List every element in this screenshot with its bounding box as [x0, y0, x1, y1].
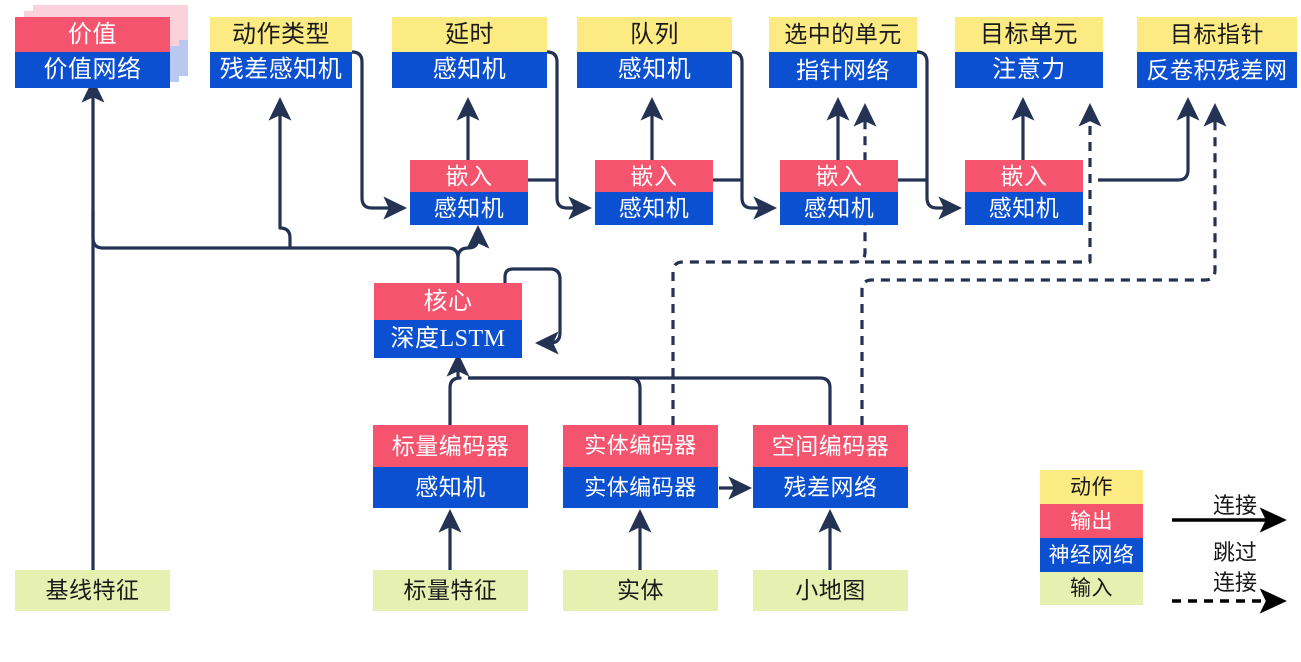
legend-item-input: 输入 [1040, 572, 1143, 605]
node-embed-3[interactable]: 嵌入 感知机 [780, 160, 898, 225]
legend-item-action: 动作 [1040, 470, 1143, 504]
legend-arrow-layer [1172, 507, 1287, 614]
legend-skip-label-line1: 跳过 [1212, 540, 1257, 565]
node-minimap[interactable]: 小地图 [753, 570, 908, 611]
node-entity-encoder-top: 实体编码器 [563, 425, 718, 467]
skip-spatial-encoder-to-target-point [860, 102, 1227, 425]
node-embed-1-top: 嵌入 [410, 160, 528, 192]
node-scalar-encoder-bottom: 感知机 [373, 467, 528, 508]
node-embed-1-bottom: 感知机 [410, 192, 528, 225]
node-target-point[interactable]: 目标指针 反卷积残差网 [1137, 17, 1297, 88]
node-core-top: 核心 [374, 283, 522, 320]
node-entity-encoder[interactable]: 实体编码器 实体编码器 [563, 425, 718, 508]
node-action-type-top: 动作类型 [210, 17, 352, 52]
node-queued-top: 队列 [577, 17, 732, 52]
legend-connection-label: 连接 [1212, 493, 1257, 518]
node-target-unit[interactable]: 目标单元 注意力 [955, 17, 1103, 88]
legend-item-output: 输出 [1040, 504, 1143, 538]
node-scalar-features-label: 标量特征 [373, 570, 528, 611]
node-target-unit-bottom: 注意力 [955, 52, 1103, 88]
node-selected-units-bottom: 指针网络 [769, 52, 917, 88]
node-action-type-bottom: 残差感知机 [210, 52, 352, 88]
wire-embed4-to-target-point [1098, 96, 1200, 182]
node-embed-3-bottom: 感知机 [780, 192, 898, 225]
node-value[interactable]: 价值 价值网络 [15, 17, 170, 88]
node-entities-label: 实体 [563, 570, 718, 611]
node-delay-top: 延时 [392, 17, 547, 52]
node-embed-4-bottom: 感知机 [965, 192, 1083, 225]
node-embed-2[interactable]: 嵌入 感知机 [595, 160, 713, 225]
node-embed-2-top: 嵌入 [595, 160, 713, 192]
node-core[interactable]: 核心 深度LSTM [374, 283, 522, 358]
skip-entity-encoder-to-selected-units [671, 102, 877, 425]
legend-item-network: 神经网络 [1040, 538, 1143, 572]
node-baseline-features-label: 基线特征 [15, 570, 170, 611]
node-spatial-encoder[interactable]: 空间编码器 残差网络 [753, 425, 908, 508]
node-value-top: 价值 [15, 17, 170, 52]
node-scalar-features[interactable]: 标量特征 [373, 570, 528, 611]
node-embed-2-bottom: 感知机 [595, 192, 713, 225]
node-embed-4[interactable]: 嵌入 感知机 [965, 160, 1083, 225]
node-baseline-features[interactable]: 基线特征 [15, 570, 170, 611]
wire-core-to-action-type-branch [268, 96, 292, 248]
wire-queued-to-embed3 [731, 50, 778, 220]
node-entity-encoder-bottom: 实体编码器 [563, 467, 718, 508]
node-selected-units-top: 选中的单元 [769, 17, 917, 52]
legend-color-key: 动作 输出 神经网络 输入 [1040, 470, 1143, 605]
node-embed-3-top: 嵌入 [780, 160, 898, 192]
node-spatial-encoder-bottom: 残差网络 [753, 467, 908, 508]
node-queued[interactable]: 队列 感知机 [577, 17, 732, 88]
node-selected-units[interactable]: 选中的单元 指针网络 [769, 17, 917, 88]
wire-core-to-value-branch [91, 210, 460, 259]
node-action-type[interactable]: 动作类型 残差感知机 [210, 17, 352, 88]
node-spatial-encoder-top: 空间编码器 [753, 425, 908, 467]
node-target-point-top: 目标指针 [1137, 17, 1297, 52]
node-minimap-label: 小地图 [753, 570, 908, 611]
node-value-bottom: 价值网络 [15, 52, 170, 88]
node-scalar-encoder[interactable]: 标量编码器 感知机 [373, 425, 528, 508]
node-delay-bottom: 感知机 [392, 52, 547, 88]
legend-skip-label-line2: 连接 [1212, 570, 1257, 595]
wire-spatial-encoder-to-core [468, 376, 832, 425]
wire-entity-encoder-to-core [468, 376, 642, 425]
node-queued-bottom: 感知机 [577, 52, 732, 88]
wire-core-to-embed1 [456, 224, 490, 259]
node-delay[interactable]: 延时 感知机 [392, 17, 547, 88]
node-target-point-bottom: 反卷积残差网 [1137, 52, 1297, 88]
wire-selected-units-to-embed4 [916, 50, 963, 220]
node-entities[interactable]: 实体 [563, 570, 718, 611]
node-scalar-encoder-top: 标量编码器 [373, 425, 528, 467]
node-embed-4-top: 嵌入 [965, 160, 1083, 192]
wire-scalar-encoder-to-core [448, 376, 462, 425]
node-target-unit-top: 目标单元 [955, 17, 1103, 52]
node-core-bottom: 深度LSTM [374, 320, 522, 358]
node-embed-1[interactable]: 嵌入 感知机 [410, 160, 528, 225]
